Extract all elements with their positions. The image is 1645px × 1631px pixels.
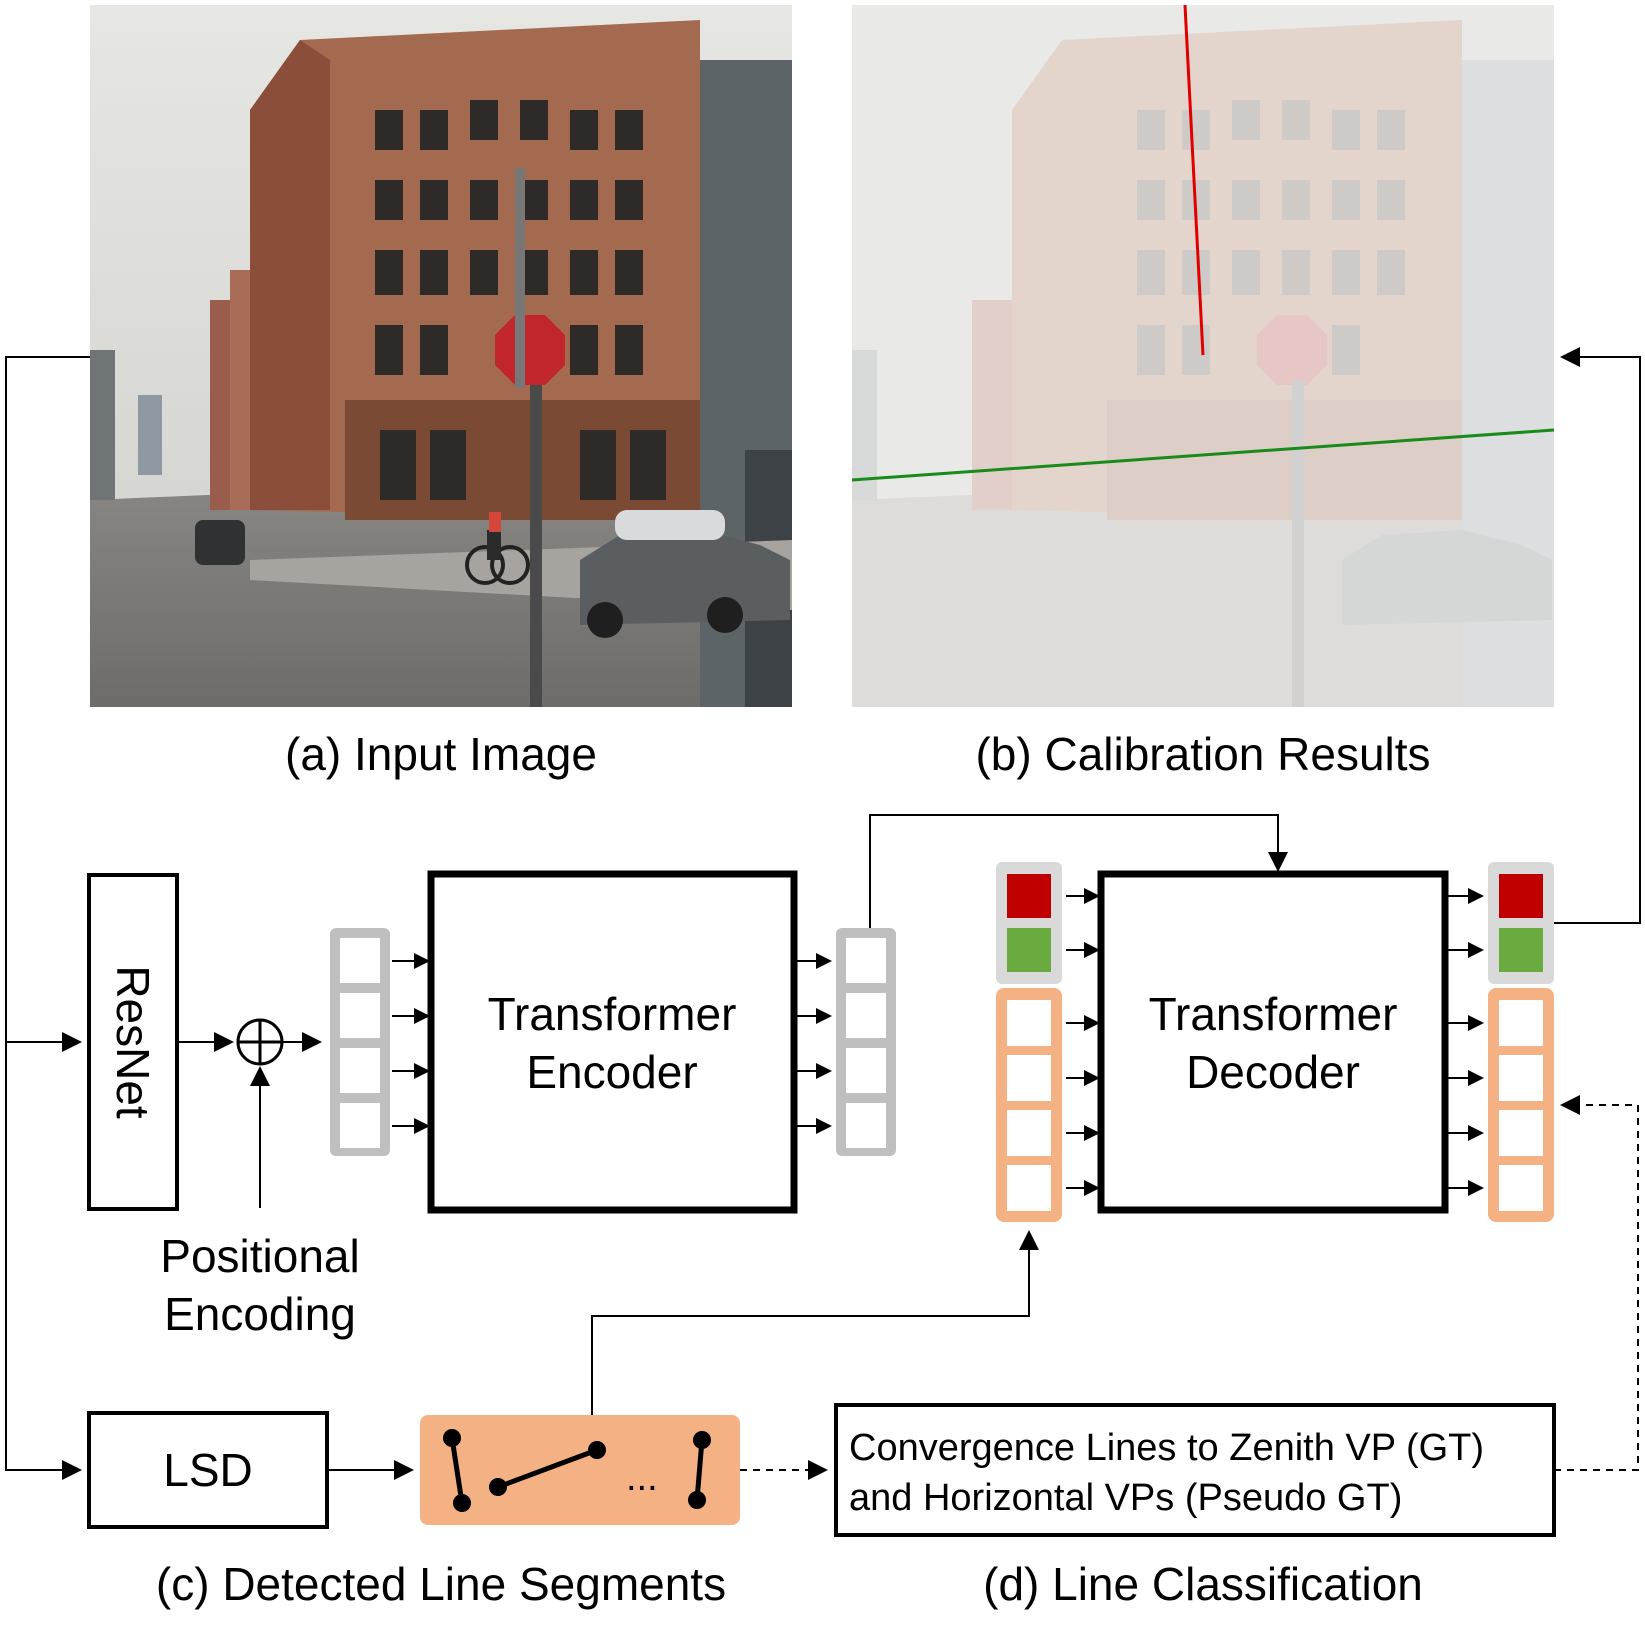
caption-detected-line-segments: (c) Detected Line Segments: [156, 1558, 726, 1610]
input-trunk-connector: [5, 356, 90, 1480]
decoder-label-1: Transformer: [1149, 988, 1398, 1040]
output-to-calibration-connector: [1554, 347, 1641, 924]
caption-line-classification: (d) Line Classification: [983, 1558, 1423, 1610]
caption-calibration-results: (b) Calibration Results: [975, 728, 1430, 780]
queries-to-decoder-arrows: [1066, 888, 1100, 1196]
classification-text-2: and Horizontal VPs (Pseudo GT): [849, 1477, 1402, 1519]
classification-text-1: Convergence Lines to Zenith VP (GT): [849, 1427, 1484, 1469]
segments-to-decoder-queries-connector: [591, 1230, 1039, 1415]
encoder-input-tokens: [330, 928, 390, 1156]
resnet-label: ResNet: [107, 965, 159, 1119]
supervision-connector: [1554, 1095, 1639, 1471]
decoder-label-2: Decoder: [1186, 1046, 1360, 1098]
positional-add-op: [236, 1018, 284, 1066]
line-segments-box: ...: [420, 1415, 740, 1525]
decoder-input-queries: [996, 862, 1062, 1222]
lsd-label: LSD: [163, 1444, 252, 1496]
horizon-line: [851, 428, 1555, 482]
lsd-block: LSD: [87, 1411, 329, 1529]
transformer-decoder-block: Transformer Decoder: [1097, 870, 1449, 1214]
transformer-encoder-block: Transformer Encoder: [427, 870, 798, 1214]
zenith-line: [1183, 4, 1205, 356]
input-image: [90, 5, 792, 707]
encoder-output-tokens: [836, 928, 896, 1156]
encoder-to-memory-arrows: [794, 953, 832, 1134]
decoder-output-tokens: [1488, 862, 1554, 1222]
memory-to-decoder-connector: [869, 814, 1288, 928]
encoder-label-2: Encoder: [526, 1046, 697, 1098]
caption-input-image: (a) Input Image: [285, 728, 597, 780]
segments-ellipsis: ...: [626, 1457, 658, 1499]
decoder-to-output-arrows: [1445, 888, 1484, 1196]
positional-label-1: Positional: [160, 1230, 359, 1282]
encoder-label-1: Transformer: [488, 988, 737, 1040]
positional-label-2: Encoding: [164, 1288, 356, 1340]
tokens-to-encoder-arrows: [392, 953, 430, 1134]
resnet-block: ResNet: [87, 873, 179, 1211]
line-classification-box: Convergence Lines to Zenith VP (GT) and …: [834, 1403, 1556, 1537]
calibration-image: [851, 4, 1555, 707]
